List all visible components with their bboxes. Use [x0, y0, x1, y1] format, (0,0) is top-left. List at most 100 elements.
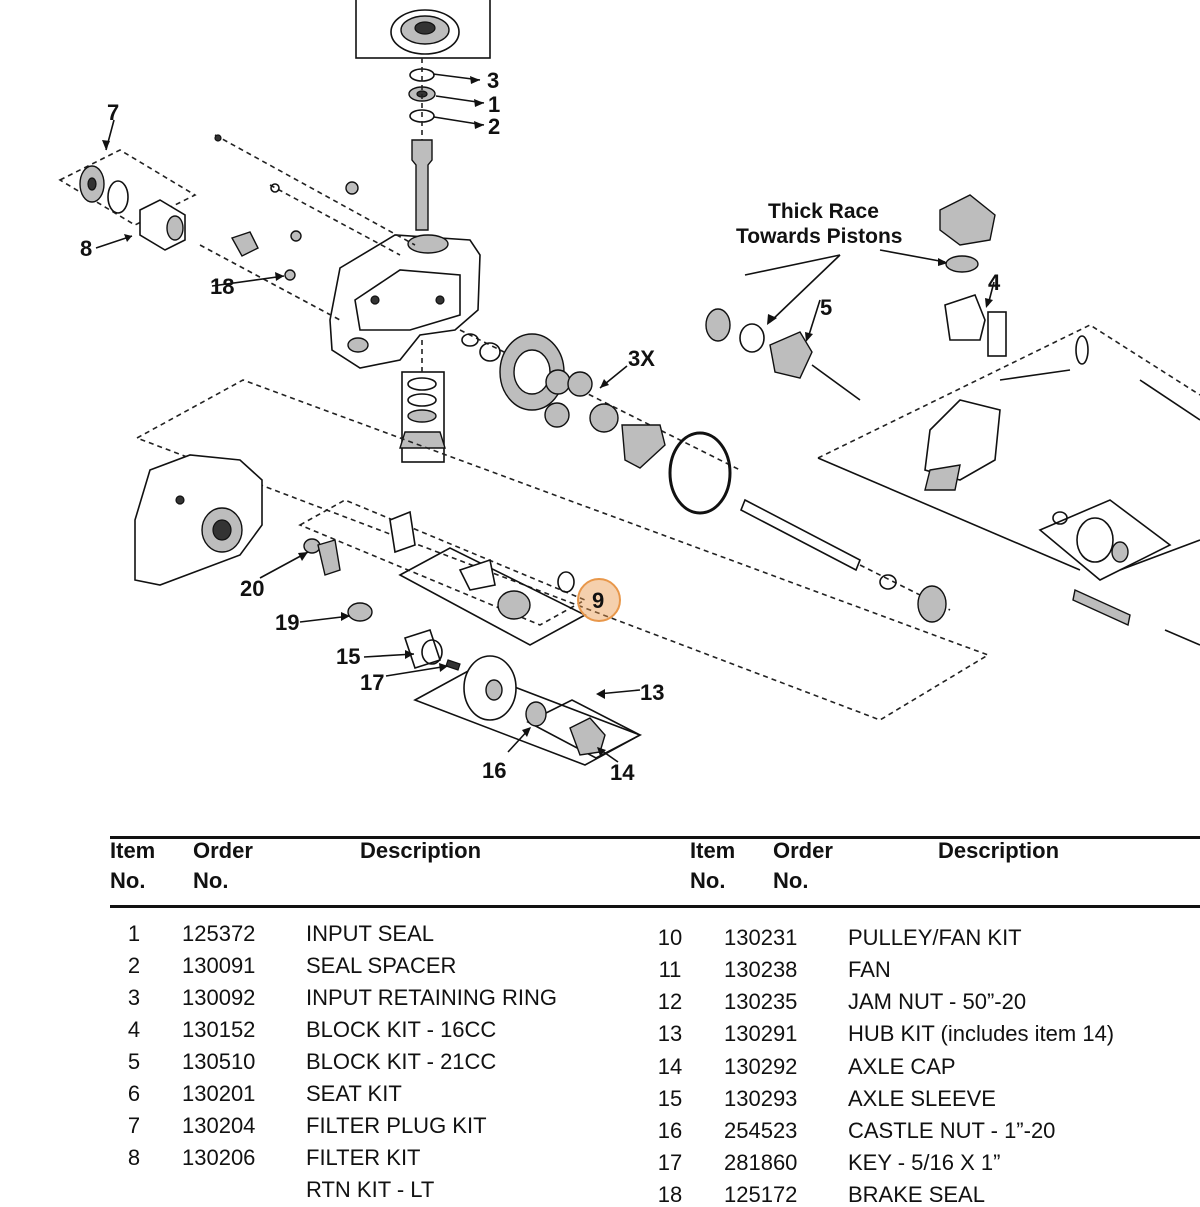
- small-parts: [259, 510, 575, 677]
- table-row-item: 13: [657, 1021, 683, 1046]
- header-description-right: Description: [938, 838, 1060, 863]
- table-row-order: 130238: [724, 957, 798, 982]
- table-row-item: 15: [657, 1086, 683, 1111]
- header-order-line1: Order: [193, 838, 253, 863]
- header-order-line2: No.: [773, 868, 809, 893]
- side-cover: [134, 454, 263, 586]
- filter-group: [58, 119, 197, 251]
- header-order-no: Order No.: [193, 836, 253, 896]
- table-row-order: 130292: [724, 1054, 798, 1079]
- callout-5: 5: [820, 295, 832, 320]
- callout-18: 18: [210, 274, 234, 299]
- table-row-order: 281860: [724, 1150, 798, 1175]
- table-row-desc: FAN: [848, 957, 891, 982]
- callout-7: 7: [107, 100, 119, 125]
- callout-14: 14: [610, 760, 635, 785]
- table-row-item: 5: [127, 1049, 141, 1074]
- callout-3: 3: [487, 68, 499, 93]
- hub-kit: [413, 655, 642, 766]
- table-row-item: 12: [657, 989, 683, 1014]
- header-item-line1: Item: [690, 838, 736, 863]
- table-row-desc: JAM NUT - 50”-20: [848, 989, 1027, 1014]
- table-row-desc: INPUT RETAINING RING: [306, 985, 557, 1010]
- table-row-order: 130293: [724, 1086, 798, 1111]
- table-row-item: 16: [657, 1118, 683, 1143]
- header-item-no: Item No.: [110, 836, 155, 896]
- callout-13: 13: [640, 680, 664, 705]
- table-row-desc: FILTER PLUG KIT: [306, 1113, 487, 1138]
- lower-shaft-stack: [399, 340, 446, 463]
- table-row-item: 7: [127, 1113, 141, 1138]
- header-description: Description: [360, 838, 482, 863]
- brake-kit-outline: [298, 499, 587, 626]
- table-row-desc: RTN KIT - LT: [306, 1177, 435, 1202]
- gear-train: [459, 329, 741, 515]
- table-row-order: 130231: [724, 925, 798, 950]
- callout-19: 19: [275, 610, 299, 635]
- table-row-item: 3: [127, 985, 141, 1010]
- callout-8: 8: [80, 236, 92, 261]
- header-item-line1: Item: [110, 838, 156, 863]
- table-top-rule: [110, 836, 1200, 839]
- input-shaft-stack: [408, 58, 485, 231]
- table-row-desc: KEY - 5/16 X 1”: [848, 1150, 1001, 1175]
- table-row-order: 130201: [182, 1081, 256, 1106]
- header-item-no-right: Item No.: [690, 836, 735, 896]
- right-housing: [817, 324, 1200, 646]
- callout-20: 20: [240, 576, 264, 601]
- callout-1: 1: [488, 92, 500, 117]
- table-row-order: 130152: [182, 1017, 256, 1042]
- callout-16: 16: [482, 758, 506, 783]
- header-item-line2: No.: [110, 868, 146, 893]
- header-order-line2: No.: [193, 868, 229, 893]
- table-row-desc: SEAT KIT: [306, 1081, 402, 1106]
- table-row-desc: AXLE CAP: [848, 1054, 956, 1079]
- header-order-line1: Order: [773, 838, 833, 863]
- table-row-item: 18: [657, 1182, 683, 1207]
- table-row-item: 17: [657, 1150, 683, 1175]
- table-row-order: 130510: [182, 1049, 256, 1074]
- table-row-desc: HUB KIT (includes item 14): [848, 1021, 1115, 1046]
- table-row-desc: FILTER KIT: [306, 1145, 421, 1170]
- exploded-parts-diagram: 3 1 2 7 8 18 3X 5 4 20 19 15 17 13 16 14…: [58, 0, 1200, 785]
- pulley-assembly: [355, 0, 491, 59]
- table-row-item: 10: [657, 925, 683, 950]
- table-row-desc: BLOCK KIT - 21CC: [306, 1049, 497, 1074]
- callout-4: 4: [988, 270, 1001, 295]
- block-kit-group: [705, 194, 1007, 401]
- table-row-order: 130204: [182, 1113, 256, 1138]
- callout-3x: 3X: [628, 346, 655, 371]
- callout-15: 15: [336, 644, 360, 669]
- table-row-order: 125172: [724, 1182, 798, 1207]
- main-housing: [199, 134, 481, 369]
- table-row-order: 130091: [182, 953, 256, 978]
- table-row-item: 2: [127, 953, 141, 978]
- table-row-order: 254523: [724, 1118, 798, 1143]
- table-row-item: 1: [127, 921, 141, 946]
- axle-assembly: [739, 498, 951, 623]
- table-row-desc: INPUT SEAL: [306, 921, 434, 946]
- table-row-order: 130206: [182, 1145, 256, 1170]
- table-row-desc: PULLEY/FAN KIT: [848, 925, 1022, 950]
- table-row-item: 6: [127, 1081, 141, 1106]
- table-row-item: 11: [658, 957, 682, 982]
- table-row-desc: BRAKE SEAL: [848, 1182, 985, 1207]
- highlight-marker: [577, 578, 621, 622]
- table-row-order: 130092: [182, 985, 256, 1010]
- callout-9: 9: [592, 588, 604, 613]
- table-row-desc: CASTLE NUT - 1”-20: [848, 1118, 1056, 1143]
- table-row-order: 130291: [724, 1021, 798, 1046]
- table-row-item: 4: [127, 1017, 141, 1042]
- callout-2: 2: [488, 114, 500, 139]
- note-thick-race: Thick Race: [768, 200, 879, 223]
- table-row-item: 14: [657, 1054, 683, 1079]
- table-row-item: 8: [127, 1145, 141, 1170]
- table-row-order: 125372: [182, 921, 256, 946]
- table-row-desc: SEAL SPACER: [306, 953, 457, 978]
- header-item-line2: No.: [690, 868, 726, 893]
- table-row-order: 130235: [724, 989, 798, 1014]
- header-order-no-right: Order No.: [773, 836, 833, 896]
- callout-17: 17: [360, 670, 384, 695]
- table-header-rule: [110, 905, 1200, 908]
- note-towards-pistons: Towards Pistons: [736, 225, 902, 248]
